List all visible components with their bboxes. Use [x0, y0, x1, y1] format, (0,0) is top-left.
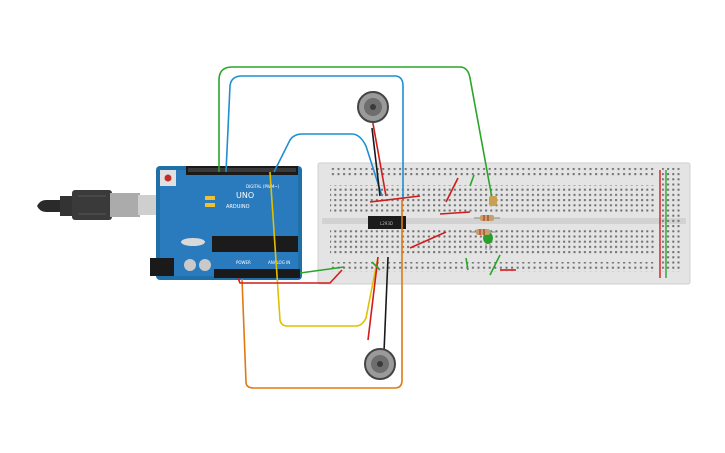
dc-motor-icon	[364, 348, 396, 380]
chip-label: L293D	[380, 221, 393, 226]
board-logo: UNO	[236, 191, 254, 200]
board-brand: ARDUINO	[226, 204, 250, 210]
resistor-icon	[470, 229, 496, 235]
digital-header-label: DIGITAL (PWM~)	[246, 184, 280, 189]
arduino-uno-board: UNO ARDUINO DIGITAL (PWM~) POWER ANALOG …	[150, 166, 302, 280]
dc-motor-icon	[357, 91, 389, 123]
resistor-icon	[474, 215, 500, 221]
power-header-label: POWER	[236, 260, 251, 265]
l293d-chip: L293D	[368, 216, 406, 229]
usb-cable-icon	[37, 190, 162, 220]
sensor-icon	[489, 196, 497, 206]
wires	[218, 66, 516, 389]
analog-header-label: ANALOG IN	[268, 260, 290, 265]
